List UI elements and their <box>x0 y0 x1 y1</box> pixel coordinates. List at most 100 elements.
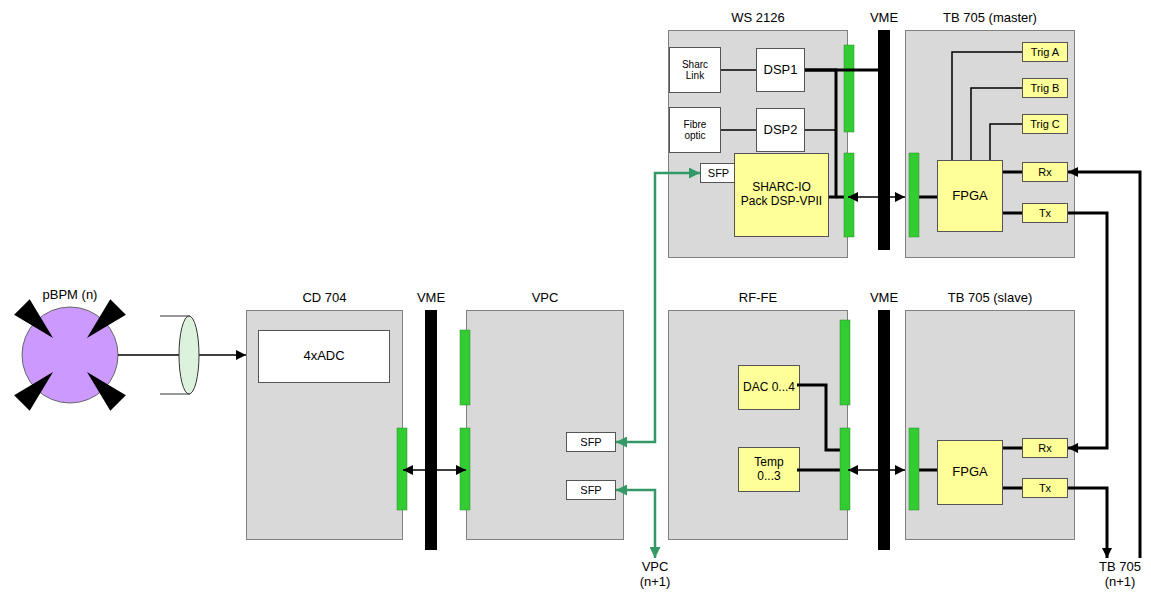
signal-connector <box>848 196 905 198</box>
signal-connector <box>1003 171 1022 174</box>
board-outline <box>906 31 1075 258</box>
box-label: FPGA <box>948 465 991 480</box>
logic-outline <box>1023 204 1068 223</box>
board-outline <box>467 311 624 540</box>
box-label: VPC (n+1) <box>627 560 683 590</box>
bus-bar-shape <box>878 310 890 550</box>
box-label: SHARC-IO Pack DSP-VPII <box>734 181 829 209</box>
component-outline <box>757 49 805 92</box>
logic-outline <box>739 366 800 410</box>
box-label: Rx <box>1034 166 1055 179</box>
box-label: TB 705 (n+1) <box>1089 560 1151 590</box>
logic-box: Trig C <box>1022 114 1068 134</box>
board-outline <box>669 31 848 258</box>
board-box: TB 705 (master)Trig ATrig BTrig CRxTxFPG… <box>905 30 1075 258</box>
logic-box: FPGA <box>937 440 1003 505</box>
component-outline <box>701 164 737 183</box>
signal-connector <box>805 70 836 197</box>
heading-label: VME <box>417 291 445 306</box>
box-label: Tx <box>1035 207 1055 220</box>
logic-box: Trig A <box>1022 42 1068 62</box>
component-box: DSP1 <box>756 48 805 92</box>
component-box: SFP <box>566 480 616 500</box>
logic-outline <box>938 161 1003 232</box>
box-label: DAC 0...4 <box>739 381 799 395</box>
signal-connector <box>1003 487 1022 490</box>
bus-wire <box>797 469 842 472</box>
component-box: 4xADC <box>258 330 390 383</box>
logic-outline <box>1023 479 1068 498</box>
bus-wire <box>797 385 842 450</box>
logic-box: Temp 0...3 <box>738 447 800 492</box>
board-box: VPCSFPSFP <box>466 310 624 540</box>
logic-box: SHARC-IO Pack DSP-VPII <box>734 153 829 237</box>
tube-line <box>160 394 190 395</box>
bus-bar: VME <box>878 310 890 550</box>
pickup-symbol: pBPM (n) <box>22 307 118 403</box>
pickup-electrode <box>87 372 126 411</box>
box-label: Sharc Link <box>669 59 721 82</box>
logic-outline <box>1023 43 1068 62</box>
logic-box: FPGA <box>937 160 1003 232</box>
heading-label: WS 2126 <box>731 11 784 26</box>
signal-connector <box>721 69 756 71</box>
logic-box: Tx <box>1022 203 1068 223</box>
bus-wire <box>917 469 937 472</box>
heading-label: VPC <box>532 291 559 306</box>
heading-label: TB 705 (slave) <box>948 291 1033 306</box>
logic-outline <box>1023 163 1068 182</box>
bus-connector <box>840 428 850 510</box>
heading-label: CD 704 <box>302 291 346 306</box>
signal-connector <box>971 88 1022 160</box>
board-box: RF-FEDAC 0...4Temp 0...3 <box>668 310 848 540</box>
box-label: SFP <box>704 167 733 180</box>
heading-label: VME <box>870 291 898 306</box>
logic-outline <box>1023 439 1068 458</box>
signal-connector <box>721 129 756 131</box>
component-outline <box>567 433 616 452</box>
box-label: Trig A <box>1027 46 1063 59</box>
logic-box: Tx <box>1022 478 1068 498</box>
lens <box>179 316 199 394</box>
box-label: SFP <box>576 484 605 497</box>
component-box: SFP <box>700 163 737 183</box>
component-box: SFP <box>566 432 616 452</box>
bus-bar-shape <box>878 30 890 250</box>
pickup-electrode <box>87 299 126 338</box>
box-label: DSP2 <box>760 123 802 138</box>
pickup-electrode <box>14 299 53 338</box>
component-box: DSP2 <box>756 108 805 152</box>
signal-connector <box>952 52 1022 160</box>
signal-connector <box>1068 213 1107 448</box>
logic-box: Trig B <box>1022 78 1068 98</box>
bus-connector <box>840 320 850 405</box>
component-outline <box>670 48 721 93</box>
box-label: Tx <box>1035 482 1055 495</box>
box-label: Trig B <box>1027 82 1064 95</box>
logic-box: Rx <box>1022 162 1068 182</box>
fibre-link <box>616 490 655 558</box>
signal-connector <box>1003 212 1022 215</box>
bus-connector <box>460 428 470 510</box>
signal-connector <box>1003 447 1022 450</box>
heading-label: TB 705 (master) <box>943 11 1037 26</box>
bus-connector <box>844 45 854 132</box>
signal-connector <box>403 469 466 471</box>
logic-outline <box>1023 115 1068 134</box>
box-label: 4xADC <box>299 349 348 364</box>
board-box: WS 2126Sharc LinkDSP1Fibre opticDSP2SFPS… <box>668 30 848 258</box>
logic-outline <box>1023 79 1068 98</box>
box-label: Fibre optic <box>669 119 721 142</box>
bus-bar: VME <box>878 30 890 250</box>
component-box: Sharc Link <box>669 47 721 93</box>
signal-connector <box>1068 488 1107 558</box>
bus-connector <box>909 153 919 237</box>
endpoint-node: TB 705 (n+1) <box>1089 558 1151 592</box>
component-box: Fibre optic <box>669 107 721 153</box>
bus-wire <box>917 196 937 199</box>
box-label: SFP <box>576 436 605 449</box>
board-box: CD 7044xADC <box>246 310 403 540</box>
signal-connector <box>1068 172 1140 558</box>
heading-label: pBPM (n) <box>43 288 98 303</box>
heading-label: VME <box>870 11 898 26</box>
